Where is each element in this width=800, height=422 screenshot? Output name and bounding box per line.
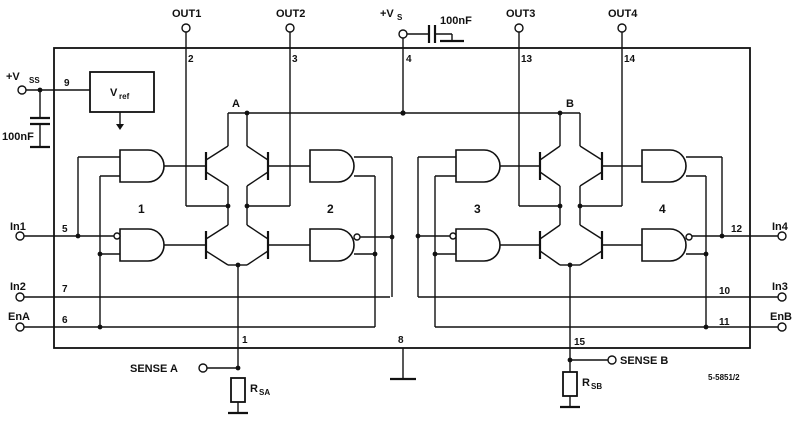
- enb-terminal[interactable]: [435, 322, 787, 332]
- bridge-3-label: 3: [474, 202, 481, 216]
- and-gate-2-top: [309, 149, 355, 183]
- enb-label: EnB: [770, 311, 792, 323]
- rsb-label-sub: SB: [591, 382, 602, 391]
- vss-label: +V: [6, 71, 20, 83]
- out1-label: OUT1: [172, 8, 201, 20]
- transistor-q7: [579, 145, 604, 187]
- rsa-label-sub: SA: [259, 388, 270, 397]
- transistor-q1: [204, 145, 229, 187]
- node-a-label: A: [232, 98, 240, 110]
- transistor-q8: [579, 224, 604, 266]
- vref-block: [89, 71, 155, 130]
- cap-left-label: 100nF: [2, 131, 34, 143]
- vs-label: +V: [380, 8, 394, 20]
- sense-b-terminal[interactable]: [567, 355, 617, 365]
- transistor-q4: [246, 224, 270, 266]
- bridge-2-label: 2: [327, 202, 334, 216]
- and-gate-3-bottom: [449, 228, 501, 262]
- ic-outline: [53, 47, 751, 349]
- out4-terminal[interactable]: [617, 23, 627, 48]
- in4-label: In4: [772, 221, 789, 233]
- transistor-q6: [538, 224, 561, 266]
- bridge-4-label: 4: [659, 202, 666, 216]
- vss-terminal[interactable]: [17, 85, 90, 95]
- and-gate-1-top: [119, 149, 165, 183]
- pin-9: 9: [64, 78, 70, 89]
- vs-decoupling-capacitor: [407, 25, 464, 43]
- pin-15: 15: [574, 337, 586, 348]
- vref-label-sub: ref: [119, 92, 130, 101]
- pin-2: 2: [188, 54, 194, 65]
- vs-terminal[interactable]: [398, 29, 408, 48]
- out4-label: OUT4: [608, 8, 638, 20]
- pin-8: 8: [398, 335, 404, 346]
- pin-4: 4: [406, 54, 412, 65]
- vss-label-sub: SS: [29, 76, 40, 85]
- pin-10: 10: [719, 286, 731, 297]
- transistor-q2: [204, 224, 229, 266]
- and-gate-4-top: [641, 149, 687, 183]
- rsb-label: R: [582, 377, 590, 389]
- and-gate-1-bottom: [113, 228, 165, 262]
- rsb-resistor: [560, 371, 580, 409]
- in1-label: In1: [10, 221, 26, 233]
- bridge-1-label: 1: [138, 202, 145, 216]
- pin-3: 3: [292, 54, 298, 65]
- ena-label: EnA: [8, 311, 30, 323]
- sense-b-label: SENSE B: [620, 355, 668, 367]
- pin-7: 7: [62, 284, 68, 295]
- node-b-label: B: [566, 98, 574, 110]
- out3-terminal[interactable]: [514, 23, 524, 48]
- sense-a-label: SENSE A: [130, 363, 178, 375]
- ena-terminal[interactable]: [15, 322, 375, 332]
- cap-top-label: 100nF: [440, 15, 472, 27]
- rsa-label: R: [250, 383, 258, 395]
- pin-11: 11: [719, 317, 730, 328]
- and-gate-3-top: [455, 149, 501, 183]
- in3-terminal[interactable]: [418, 292, 787, 302]
- vs-label-sub: S: [397, 13, 403, 22]
- in4-terminal[interactable]: [686, 231, 787, 241]
- and-gate-2-bottom: [309, 228, 361, 262]
- pin-13: 13: [521, 54, 533, 65]
- in2-label: In2: [10, 281, 26, 293]
- pin-12: 12: [731, 224, 743, 235]
- in2-terminal[interactable]: [15, 292, 390, 302]
- ground-pin-8: [390, 348, 416, 381]
- pin-14: 14: [624, 54, 636, 65]
- out3-label: OUT3: [506, 8, 535, 20]
- out2-label: OUT2: [276, 8, 305, 20]
- pin-6: 6: [62, 315, 68, 326]
- vref-label: V: [110, 87, 118, 99]
- rsa-resistor: [228, 377, 248, 415]
- transistor-q5: [538, 145, 561, 187]
- transistor-q3: [246, 145, 270, 187]
- pin-1: 1: [242, 335, 248, 346]
- in3-label: In3: [772, 281, 788, 293]
- figure-code: 5-5851/2: [708, 373, 740, 382]
- vss-decoupling-capacitor: [30, 90, 50, 149]
- in1-terminal[interactable]: [15, 231, 118, 241]
- sense-a-terminal[interactable]: [198, 363, 241, 373]
- out1-terminal[interactable]: [181, 23, 191, 48]
- pin-5: 5: [62, 224, 68, 235]
- and-gate-4-bottom: [641, 228, 693, 262]
- out2-terminal[interactable]: [285, 23, 295, 48]
